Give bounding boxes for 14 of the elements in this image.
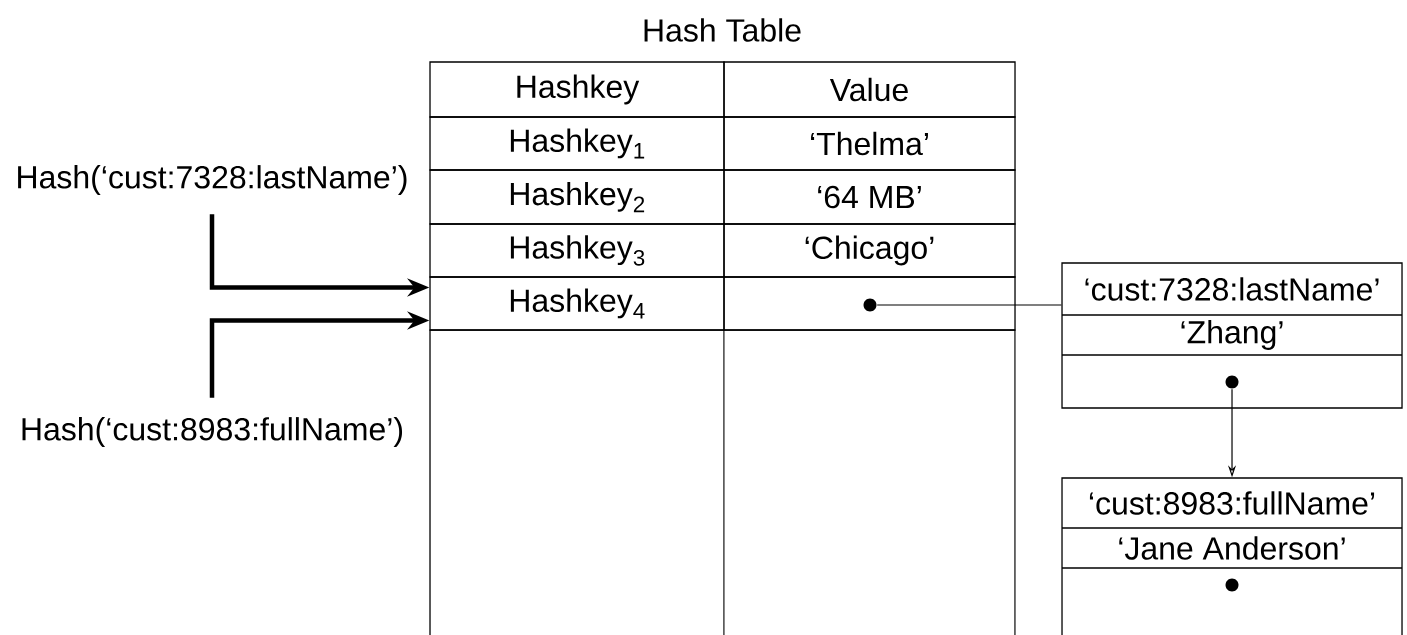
- table-cell: ‘64 MB’: [723, 169, 1016, 225]
- table-cell: Hashkey$_{3}$: [429, 223, 725, 278]
- table-cell: Hashkey$_{1}$: [429, 116, 725, 171]
- table-cell: Hashkey$_{4}$: [429, 276, 725, 331]
- hash-call: Hash(‘cust:7328:lastName’): [18, 165, 407, 195]
- hash-call: Hash(‘cust:8983:fullName’): [22, 417, 403, 447]
- table-cell: Value: [723, 61, 1016, 118]
- record-box: ‘cust:8983:fullName’ ‘Jane Anderson’: [1061, 477, 1403, 635]
- table-cell: Hashkey$_{2}$: [429, 169, 725, 225]
- table-cell: Hashkey: [429, 61, 725, 118]
- record-box: ‘cust:7328:lastName’ ‘Zhang’: [1061, 262, 1403, 409]
- table-cell: ‘Chicago’: [723, 223, 1016, 278]
- node-label: Hash Table: [644, 18, 801, 42]
- table-cell: ‘Thelma’: [723, 116, 1016, 171]
